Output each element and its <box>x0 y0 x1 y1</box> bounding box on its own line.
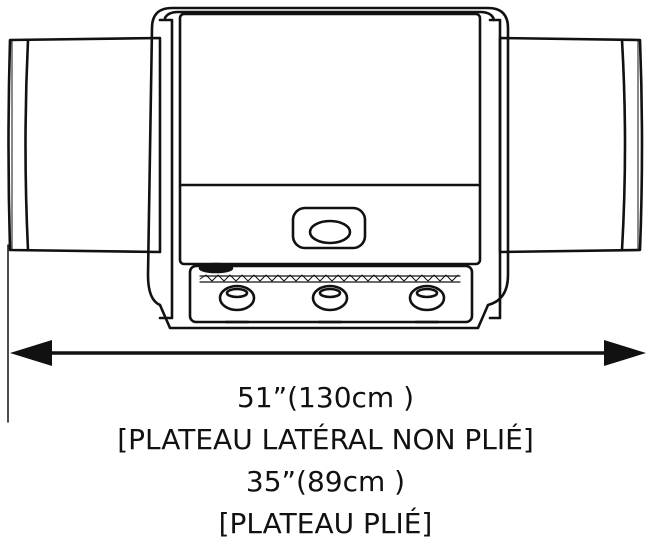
folded-measurement: 35”(89cm ) <box>245 465 406 498</box>
unfolded-measurement: 51”(130cm ) <box>237 381 414 414</box>
grill-body <box>146 6 510 330</box>
folded-shelf-note: [PLATEAU PLIÉ] <box>218 507 433 540</box>
right-side-shelf <box>498 36 644 254</box>
left-side-shelf <box>7 36 162 254</box>
control-knob-center <box>311 284 349 324</box>
control-knob-left <box>218 284 256 324</box>
control-knob-right <box>408 284 446 324</box>
dimension-arrow <box>10 340 646 366</box>
unfolded-shelf-note: [PLATEAU LATÉRAL NON PLIÉ] <box>117 423 534 456</box>
